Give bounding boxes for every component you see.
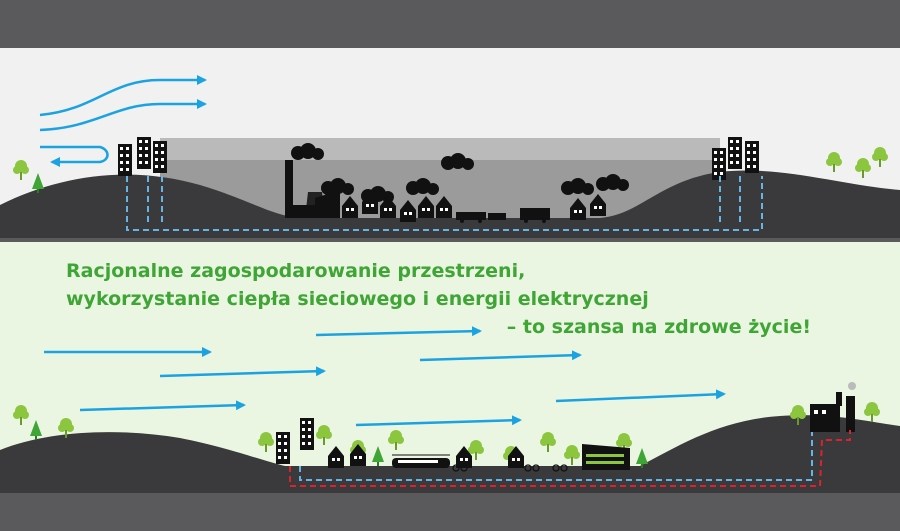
hills-clean [0, 415, 900, 493]
wind-arrows-blocked [39, 75, 207, 167]
trucks [456, 208, 550, 223]
factory-chimneys [285, 160, 340, 218]
top-frame-band [0, 0, 900, 48]
dashed-pipes-top [126, 176, 763, 231]
clean-city-scene [0, 242, 900, 493]
hills-polluted [0, 170, 900, 238]
bicycles [452, 464, 568, 472]
scene-divider [0, 238, 900, 242]
heat-plant [810, 382, 856, 432]
wind-arrows-through [44, 326, 726, 427]
bottom-frame-band [0, 493, 900, 531]
polluted-city-scene [0, 48, 900, 242]
modern-building [582, 444, 630, 470]
district-heating-network [289, 430, 851, 487]
train [392, 454, 450, 468]
